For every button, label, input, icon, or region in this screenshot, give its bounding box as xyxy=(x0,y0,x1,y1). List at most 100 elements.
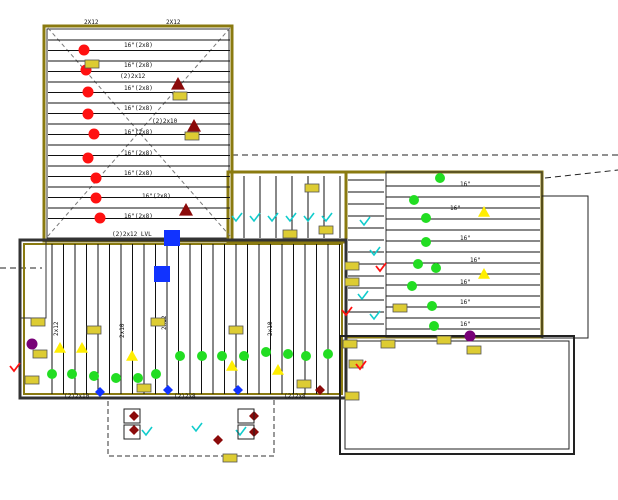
warning-triangles xyxy=(54,206,490,375)
post-green-dot-icon xyxy=(111,373,121,383)
note-tag-icon[interactable] xyxy=(436,335,452,345)
lower-block-joists xyxy=(51,244,340,394)
right-joist-label: 16" xyxy=(470,257,481,264)
right-joist-label: 16" xyxy=(460,299,471,306)
mid-header-label: (2)2x12 LVL xyxy=(112,231,152,238)
checkmark-icon xyxy=(267,212,279,223)
post-green-dot-icon xyxy=(421,237,431,247)
post-green-dot-icon xyxy=(47,369,57,379)
purple-marker-icon xyxy=(464,330,476,342)
load-triangle-icon xyxy=(179,203,193,216)
anchor-diamond-icon xyxy=(233,385,243,395)
checkmark-icon xyxy=(357,290,369,301)
post-red-dot-icon xyxy=(82,86,94,98)
bottom-note: (2)2x8 xyxy=(284,393,306,400)
top-joist-label: 16"(2x8) xyxy=(124,85,153,92)
top-joist-label: 16"(2x8) xyxy=(124,150,153,157)
post-green-dot-icon xyxy=(197,351,207,361)
right-joist-label: 16" xyxy=(460,321,471,328)
column-square-icon xyxy=(164,230,180,246)
note-tag-icon[interactable] xyxy=(32,349,48,359)
top-wing-joists xyxy=(48,39,230,219)
note-tag-icon[interactable] xyxy=(282,229,298,239)
note-tags[interactable] xyxy=(24,59,482,463)
purple-marker-icon xyxy=(26,338,38,350)
note-tag-icon[interactable] xyxy=(304,183,320,193)
middle-block-joists xyxy=(243,176,384,325)
warning-triangle-icon xyxy=(54,342,66,353)
post-green-dot-icon xyxy=(431,263,441,273)
top-joist-label: 16"(2x8) xyxy=(142,193,171,200)
checkmark-icon xyxy=(359,216,371,227)
red-post-markers xyxy=(78,44,106,224)
post-green-dot-icon xyxy=(323,349,333,359)
top-joist-label: 16"(2x8) xyxy=(124,62,153,69)
bottom-note: (2)2x10 xyxy=(64,393,90,400)
post-red-dot-icon xyxy=(82,108,94,120)
vertical-beam-label: 2x10 xyxy=(119,323,126,338)
note-tag-icon[interactable] xyxy=(342,339,358,349)
checkmark-icon xyxy=(191,422,203,433)
post-green-dot-icon xyxy=(407,281,417,291)
post-green-dot-icon xyxy=(413,259,423,269)
top-joist-label: 16"(2x8) xyxy=(124,213,153,220)
checkmark-icon xyxy=(341,306,353,317)
post-green-dot-icon xyxy=(409,195,419,205)
note-tag-icon[interactable] xyxy=(172,91,188,101)
right-joist-label: 16" xyxy=(450,205,461,212)
note-tag-icon[interactable] xyxy=(344,277,360,287)
right-joist-label: 16" xyxy=(460,279,471,286)
top-dim-right: 2X12 xyxy=(166,19,181,26)
post-green-dot-icon xyxy=(429,321,439,331)
right-joist-label: 16" xyxy=(460,181,471,188)
post-red-dot-icon xyxy=(90,192,102,204)
post-green-dot-icon xyxy=(133,373,143,383)
vertical-beam-label: 2x10 xyxy=(267,321,274,336)
anchor-diamond-icon xyxy=(315,385,325,395)
checkmark-icon xyxy=(249,212,261,223)
warning-triangle-icon xyxy=(76,342,88,353)
note-tag-icon[interactable] xyxy=(344,391,360,401)
warning-triangle-icon xyxy=(478,268,490,279)
warning-triangle-icon xyxy=(226,360,238,371)
note-tag-icon[interactable] xyxy=(392,303,408,313)
post-green-dot-icon xyxy=(239,351,249,361)
post-green-dot-icon xyxy=(217,351,227,361)
note-tag-icon[interactable] xyxy=(150,317,166,327)
note-tag-icon[interactable] xyxy=(136,383,152,393)
footing-box xyxy=(123,424,141,440)
footing-box xyxy=(237,424,255,440)
checkmark-icon xyxy=(9,362,21,373)
beam-label: (2)2x10 xyxy=(152,118,178,125)
note-tag-icon[interactable] xyxy=(228,325,244,335)
warning-triangle-icon xyxy=(126,350,138,361)
checkmark-icon xyxy=(369,310,381,321)
note-tag-icon[interactable] xyxy=(184,131,200,141)
top-joist-label: 16"(2x8) xyxy=(124,129,153,136)
note-tag-icon[interactable] xyxy=(86,325,102,335)
note-tag-icon[interactable] xyxy=(344,261,360,271)
post-green-dot-icon xyxy=(67,369,77,379)
checkmark-icon xyxy=(235,426,247,437)
column-squares xyxy=(154,230,180,282)
note-tag-icon[interactable] xyxy=(84,59,100,69)
note-tag-icon[interactable] xyxy=(222,453,238,463)
beam-label: (2)2x12 xyxy=(120,73,146,80)
post-green-dot-icon xyxy=(151,369,161,379)
bottom-note: (2)2x8 xyxy=(174,393,196,400)
dimension-labels: 2X12 2X12 16"(2x8) 16"(2x8) (2)2x12 16"(… xyxy=(64,19,481,400)
note-tag-icon[interactable] xyxy=(318,225,334,235)
post-red-dot-icon xyxy=(90,172,102,184)
anchor-diamond-icon xyxy=(163,385,173,395)
post-red-dot-icon xyxy=(94,212,106,224)
note-tag-icon[interactable] xyxy=(30,317,46,327)
note-tag-icon[interactable] xyxy=(380,339,396,349)
post-red-dot-icon xyxy=(82,152,94,164)
note-tag-icon[interactable] xyxy=(24,375,40,385)
green-post-markers xyxy=(47,173,445,383)
note-tag-icon[interactable] xyxy=(466,345,482,355)
note-tag-icon[interactable] xyxy=(296,379,312,389)
checkmark-icon xyxy=(355,360,367,371)
anchor-diamond-icon xyxy=(129,411,139,421)
